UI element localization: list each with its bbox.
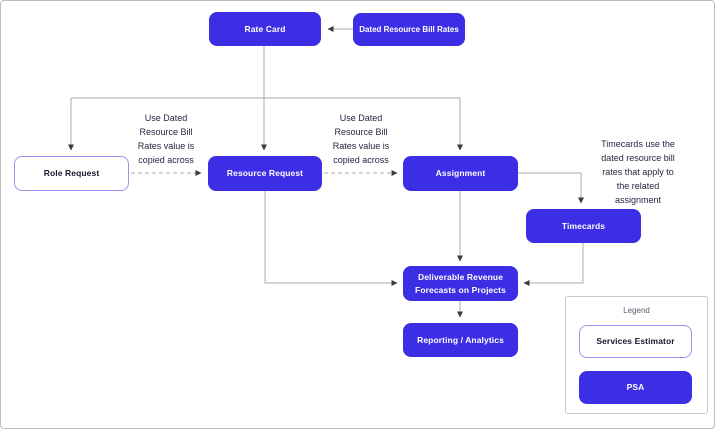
legend-box: Legend Services Estimator PSA [565, 296, 708, 414]
node-assignment: Assignment [403, 156, 518, 191]
annotation-copy-note-left: Use Dated Resource Bill Rates value is c… [137, 113, 195, 165]
node-role-request: Role Request [14, 156, 129, 191]
legend-title: Legend [623, 306, 650, 315]
legend-item-psa: PSA [579, 371, 692, 404]
node-deliverable-revenue-forecasts: Deliverable Revenue Forecasts on Project… [403, 266, 518, 301]
node-rate-card: Rate Card [209, 12, 321, 46]
node-reporting-analytics: Reporting / Analytics [403, 323, 518, 357]
node-timecards: Timecards [526, 209, 641, 243]
node-dated-resource-bill-rates: Dated Resource Bill Rates [353, 13, 465, 46]
annotation-timecards-note: Timecards use the dated resource bill ra… [601, 139, 675, 205]
connector-resourcerequest-to-forecasts [264, 191, 398, 286]
legend-item-services-estimator: Services Estimator [579, 325, 692, 358]
annotation-copy-note-right: Use Dated Resource Bill Rates value is c… [332, 113, 390, 165]
node-resource-request: Resource Request [208, 156, 322, 191]
connector-timecards-to-forecasts [523, 243, 584, 286]
connector-assignment-to-timecards [518, 172, 584, 204]
